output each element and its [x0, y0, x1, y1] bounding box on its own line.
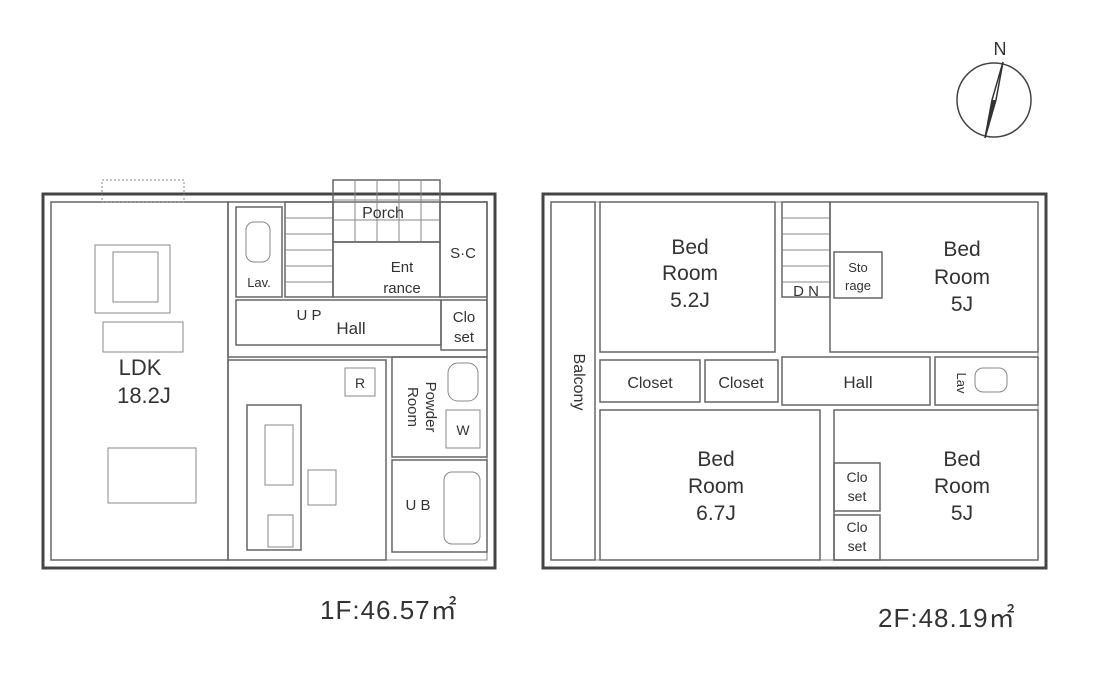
ldk-label-line1: LDK — [119, 355, 162, 380]
entrance-label-line2: rance — [383, 280, 421, 297]
entrance-label-line1: Ent — [391, 259, 414, 276]
dining-table — [107, 447, 197, 504]
bedroom-se-label-line3: 5J — [951, 502, 973, 525]
bedroom-sw — [599, 409, 821, 561]
kitchen-stove — [267, 514, 294, 548]
closet-floor1 — [440, 299, 488, 351]
closet-a — [599, 359, 701, 403]
stairs-floor2 — [781, 201, 831, 298]
sofa — [94, 244, 171, 314]
bedroom-sw-label-line2: Room — [688, 475, 744, 498]
washer-space — [445, 409, 481, 449]
kitchen-sink — [264, 424, 294, 486]
lav-label-floor1: Lav. — [247, 275, 271, 290]
up-label: U P — [296, 307, 321, 324]
bedroom-se-label-line1: Bed — [943, 448, 980, 471]
washbasin-icon — [447, 362, 479, 402]
porch-label: Porch — [362, 205, 404, 222]
closet-b — [704, 359, 779, 403]
bathtub-icon — [443, 471, 481, 545]
powder-room-label-line2: Room — [404, 387, 421, 427]
balcony-area — [550, 201, 596, 561]
bedroom-ne-label-line3: 5J — [951, 293, 973, 316]
bedroom-nw-label-line3: 5.2J — [670, 289, 710, 312]
bedroom-nw-label-line2: Room — [662, 262, 718, 285]
floor2-plan — [541, 192, 1048, 570]
toilet-icon — [245, 221, 271, 263]
kitchen-area — [227, 359, 387, 561]
entrance-room — [332, 241, 441, 298]
bedroom-ne — [829, 201, 1039, 353]
closet-b-label: Closet — [718, 375, 764, 392]
bedroom-se-label-line2: Room — [934, 475, 990, 498]
tv-stand — [102, 321, 184, 353]
compass: N — [956, 39, 1032, 139]
ldk-label-line2: 18.2J — [117, 383, 171, 408]
floor1-area-label: 1F:46.57㎡ — [320, 595, 458, 625]
lav-room — [235, 206, 283, 298]
floor2-area-label: 2F:48.19㎡ — [878, 603, 1016, 633]
sc-label: S·C — [450, 245, 476, 262]
floor1-plan — [41, 179, 497, 570]
kitchen-island — [307, 469, 337, 506]
ldk-area — [50, 201, 229, 561]
lav-label-floor2: Lav — [954, 373, 969, 394]
storage-label-line1: Sto — [848, 260, 868, 275]
bedroom-ne-label-line2: Room — [934, 266, 990, 289]
compass-ring — [956, 62, 1032, 138]
storage-room — [833, 251, 883, 299]
bath-room — [391, 459, 488, 553]
refrigerator-spot — [344, 367, 376, 397]
hall-floor2 — [781, 356, 931, 406]
bedroom-nw-label-line1: Bed — [671, 236, 708, 259]
hall-label-floor2: Hall — [843, 373, 872, 392]
closet-label-floor1-line2: set — [454, 329, 475, 346]
hall-label-floor1: Hall — [336, 319, 365, 338]
bath-label: U B — [405, 497, 430, 514]
floor2-outer-wall — [541, 192, 1048, 570]
bedroom-sw-label-line1: Bed — [697, 448, 734, 471]
bedroom-nw — [599, 201, 776, 353]
kitchen-counter — [246, 404, 302, 551]
compass-needle-shade — [985, 100, 996, 138]
sofa-table — [112, 251, 159, 303]
north-label: N — [994, 39, 1007, 59]
closet-label-floor1-line1: Clo — [453, 309, 476, 326]
stairs-floor1 — [284, 201, 334, 298]
bedroom-se — [833, 409, 1039, 561]
closet-se1-label-line2: set — [848, 488, 867, 504]
toilet-icon-floor2 — [974, 367, 1008, 393]
closet-se2-label-line1: Clo — [846, 519, 867, 535]
powder-room-label-line1: Powder — [422, 382, 439, 433]
closet-a-label: Closet — [627, 375, 673, 392]
washer-label: W — [456, 422, 470, 438]
lav-room-floor2 — [934, 356, 1039, 406]
powder-room — [391, 356, 488, 458]
floor1-outer-wall — [41, 192, 497, 570]
storage-label-line2: rage — [845, 278, 871, 293]
bedroom-sw-label-line3: 6.7J — [696, 502, 736, 525]
closet-se2-label-line2: set — [848, 538, 867, 554]
ldk-window — [101, 179, 185, 203]
down-label: D N — [793, 283, 819, 300]
balcony-label: Balcony — [570, 354, 587, 411]
closet-se1-label-line1: Clo — [846, 469, 867, 485]
bedroom-ne-label-line1: Bed — [943, 238, 980, 261]
refrigerator-label: R — [355, 375, 365, 391]
